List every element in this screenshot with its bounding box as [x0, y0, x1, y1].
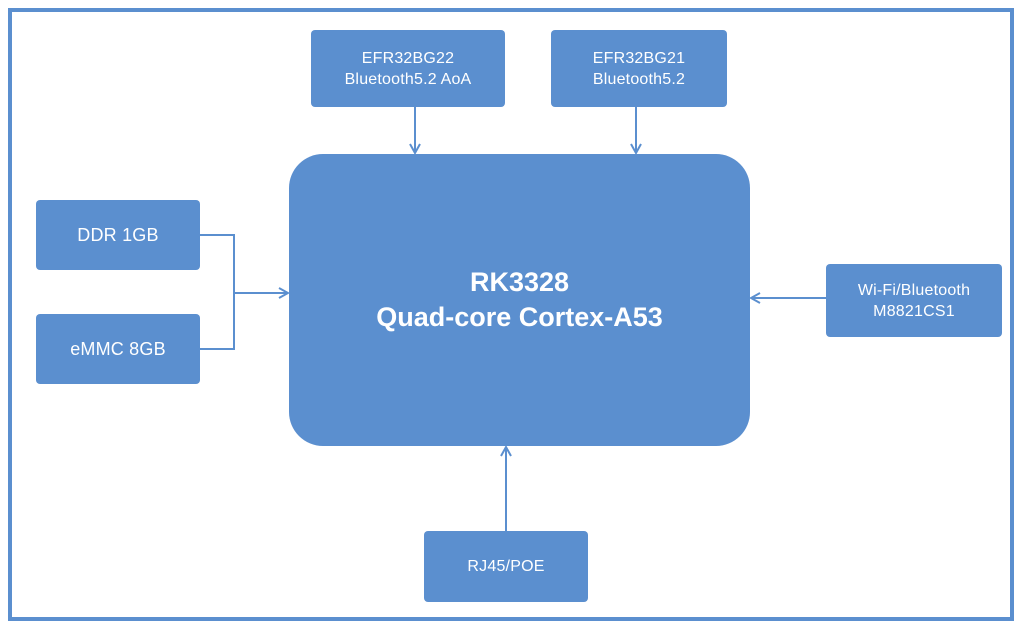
node-efr32bg21-desc: Bluetooth5.2: [592, 70, 686, 88]
node-wifi-chip: M8821CS1: [873, 302, 955, 320]
node-cpu-rk3328: RK3328 Quad-core Cortex-A53: [289, 154, 750, 446]
node-wifi-bluetooth: Wi-Fi/Bluetooth M8821CS1: [826, 264, 1002, 337]
node-emmc: eMMC 8GB: [36, 314, 200, 384]
node-cpu-desc: Quad-core Cortex-A53: [376, 302, 663, 332]
node-efr32bg22: EFR32BG22 Bluetooth5.2 AoA: [311, 30, 505, 107]
node-efr32bg21: EFR32BG21 Bluetooth5.2: [551, 30, 727, 107]
diagram-frame: [8, 8, 1014, 621]
node-ddr: DDR 1GB: [36, 200, 200, 270]
node-rj45-label: RJ45/POE: [467, 558, 545, 575]
node-cpu-model: RK3328: [469, 267, 570, 297]
node-rj45-poe: RJ45/POE: [424, 531, 588, 602]
node-efr32bg21-chip: EFR32BG21: [592, 49, 686, 67]
node-wifi-title: Wi-Fi/Bluetooth: [857, 281, 971, 299]
node-emmc-label: eMMC 8GB: [70, 338, 166, 359]
node-efr32bg22-chip: EFR32BG22: [361, 49, 455, 67]
node-ddr-label: DDR 1GB: [77, 224, 159, 245]
node-efr32bg22-desc: Bluetooth5.2 AoA: [344, 70, 472, 88]
